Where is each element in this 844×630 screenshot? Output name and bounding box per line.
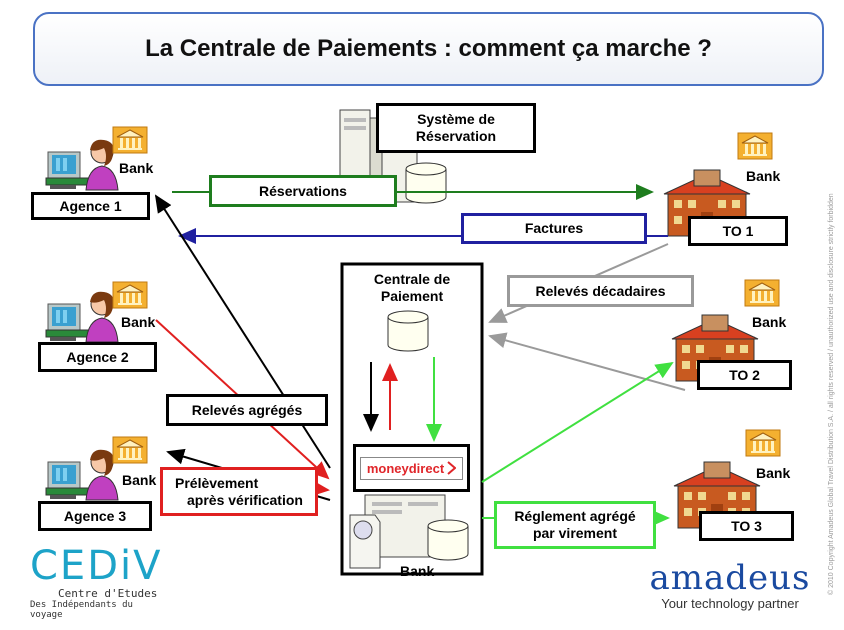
agence1-bank-icon (112, 126, 148, 154)
to1-bank-label: Bank (746, 168, 781, 184)
agence3-person-icon (45, 449, 119, 501)
to1-box: TO 1 (688, 216, 788, 246)
factures-label: Factures (524, 220, 584, 236)
agence2-bank-label: Bank (121, 314, 156, 330)
to1-label: TO 1 (722, 222, 754, 239)
moneydirect-label: moneydirect (366, 460, 445, 476)
centrale-title-line1: Centrale de (373, 271, 451, 287)
centrale-database-icon (387, 310, 429, 352)
centrale-frame (340, 262, 484, 576)
copyright-watermark: © 2010 Copyright Amadeus Global Travel D… (826, 40, 840, 600)
reservations-label-box: Réservations (209, 175, 397, 207)
amadeus-wordmark: amadeus (649, 558, 811, 598)
releves-decadaires-label: Relevés décadaires (535, 282, 666, 299)
copyright-text: © 2010 Copyright Amadeus Global Travel D… (828, 193, 835, 595)
moneydirect-logo: moneydirect (359, 456, 464, 480)
cediv-wordmark: CEDiV (30, 543, 163, 589)
moneydirect-box: moneydirect (353, 444, 470, 492)
agence2-box: Agence 2 (38, 342, 157, 372)
systeme-reservation-line1: Système de (417, 111, 495, 127)
to2-bank-icon (744, 279, 780, 307)
agence1-label: Agence 1 (59, 197, 122, 214)
amadeus-logo: amadeus Your technology partner (640, 560, 820, 611)
systeme-reservation-box: Système de Réservation (376, 103, 536, 153)
reglement-line2: par virement (532, 525, 618, 541)
to3-box: TO 3 (699, 511, 794, 541)
agence3-bank-label: Bank (122, 472, 157, 488)
title-banner: La Centrale de Paiements : comment ça ma… (33, 12, 824, 86)
moneydirect-chevron-icon (447, 461, 457, 475)
reservation-database-icon (405, 162, 447, 204)
to3-bank-icon (745, 429, 781, 457)
prelevement-label-box: Prélèvement après vérification (160, 467, 318, 516)
to1-bank-icon (737, 132, 773, 160)
amadeus-tagline: Your technology partner (661, 596, 799, 611)
reservations-label: Réservations (259, 182, 347, 199)
agence2-label: Agence 2 (66, 348, 129, 365)
page-title: La Centrale de Paiements : comment ça ma… (145, 35, 712, 62)
releves-agreges-label: Relevés agrégés (191, 401, 303, 418)
reglement-label-box: Réglement agrégé par virement (494, 501, 656, 549)
prelevement-line2: après vérification (187, 491, 303, 508)
reglement-arrow-to2 (481, 361, 674, 483)
agence1-box: Agence 1 (31, 192, 150, 220)
cediv-logo: CEDiV Centre d'Etudes Des Indépendants d… (30, 543, 165, 620)
to2-bank-label: Bank (752, 314, 787, 330)
systeme-reservation-line2: Réservation (415, 128, 497, 144)
centrale-bank-label: Bank (400, 563, 435, 579)
agence3-label: Agence 3 (63, 507, 127, 524)
agence1-bank-label: Bank (119, 160, 154, 176)
cediv-line2: Des Indépendants du voyage (30, 600, 133, 620)
releves-decadaires-label-box: Relevés décadaires (507, 275, 694, 307)
agence2-person-icon (45, 291, 119, 343)
to3-label: TO 3 (731, 517, 762, 534)
agence3-box: Agence 3 (38, 501, 152, 531)
to3-bank-label: Bank (756, 465, 791, 481)
releves-agreges-label-box: Relevés agrégés (166, 394, 328, 426)
agence3-bank-icon (112, 436, 148, 464)
centrale-bank-database-icon (427, 519, 469, 561)
to2-box: TO 2 (697, 360, 792, 390)
factures-label-box: Factures (461, 213, 647, 244)
reglement-line1: Réglement agrégé (514, 508, 636, 524)
releves-decadaires-arrow-to2 (488, 332, 686, 391)
prelevement-line1: Prélèvement (175, 474, 259, 491)
cediv-line1: Centre d'Etudes (58, 587, 158, 600)
agence2-bank-icon (112, 281, 148, 309)
centrale-title-line2: Paiement (380, 288, 444, 304)
centrale-title: Centrale de Paiement (355, 268, 469, 308)
agence1-person-icon (45, 139, 119, 191)
to2-label: TO 2 (729, 366, 760, 383)
